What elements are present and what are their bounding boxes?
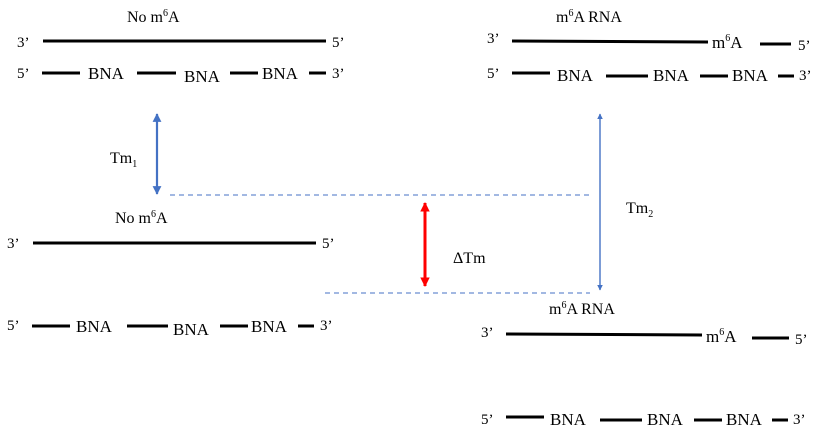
bna-label: BNA (557, 66, 594, 85)
top-right-duplex: m6A RNA 3’ m6A 5’ 5’ BNA BNA BNA 3’ (487, 8, 812, 85)
top-left-duplex: No m6A 3’ 5’ 5’ BNA BNA BNA 3’ (17, 8, 345, 86)
no-m6a-title-bottom: No m6A (115, 209, 168, 227)
bottom-left-separated: No m6A 3’ 5’ 5’ BNA BNA BNA 3’ (7, 209, 335, 339)
bna-5-end-label: 5’ (17, 66, 30, 82)
m6a-rna-title-top: m6A RNA (556, 8, 622, 26)
bna-label: BNA (88, 64, 125, 83)
no-m6a-title-top: No m6A (127, 8, 180, 26)
bna-label: BNA (647, 410, 684, 429)
delta-tm-label: ΔTm (453, 250, 486, 267)
m6a-site-label: m6A (712, 33, 743, 52)
tm2-label: Tm2 (626, 200, 653, 220)
bna-label: BNA (262, 64, 299, 83)
bna-3-end-label: 3’ (799, 68, 812, 84)
m6a-rna-title-bottom: m6A RNA (549, 300, 615, 318)
bna-label: BNA (550, 410, 587, 429)
bna-label: BNA (653, 66, 690, 85)
bna-3-end-label: 3’ (332, 66, 345, 82)
bottom-right-separated: m6A RNA 3’ m6A 5’ 5’ BNA BNA BNA 3’ (481, 300, 808, 429)
rna-5-end-label: 5’ (332, 35, 345, 51)
bna-label: BNA (732, 66, 769, 85)
bna-3-end-label: 3’ (793, 412, 806, 428)
bna-label: BNA (76, 317, 113, 336)
rna-strand (511, 39, 709, 44)
m6a-site-label: m6A (706, 327, 737, 346)
bna-label: BNA (184, 67, 221, 86)
rna-3-end-label: 3’ (7, 236, 20, 252)
bna-3-end-label: 3’ (320, 318, 333, 334)
rna-5-end-label: 5’ (795, 332, 808, 348)
bna-5-end-label: 5’ (487, 66, 500, 82)
rna-5-end-label: 5’ (798, 38, 811, 54)
bna-label: BNA (726, 410, 763, 429)
rna-5-end-label: 5’ (322, 236, 335, 252)
rna-3-end-label: 3’ (481, 325, 494, 341)
rna-strand (505, 332, 703, 337)
rna-3-end-label: 3’ (17, 35, 30, 51)
bna-label: BNA (251, 317, 288, 336)
bna-label: BNA (173, 320, 210, 339)
bna-5-end-label: 5’ (7, 318, 20, 334)
bna-5-end-label: 5’ (481, 412, 494, 428)
tm1-label: Tm1 (110, 150, 137, 170)
rna-3-end-label: 3’ (487, 31, 500, 47)
